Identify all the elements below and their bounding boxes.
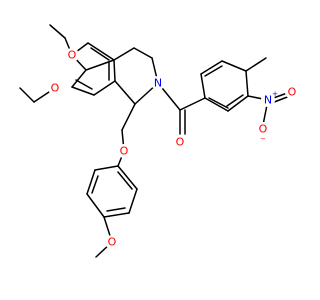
charge-label: − [260,135,266,143]
diagram-background [0,0,300,300]
atom-label: O [120,145,129,158]
atom-label: N [154,77,162,90]
atom-label: O [176,136,185,149]
atom-label: O [51,82,60,95]
atom-label: N [264,94,272,107]
charge-label: + [272,90,278,98]
nitro-oxygen-minus: O − [256,122,270,143]
atom-label: O [68,49,77,62]
methoxy-oxygen-3: O [105,235,119,249]
atom-label: O [108,236,117,249]
methoxy-oxygen-2: O [48,81,62,95]
ring-nitrogen: N [151,76,165,90]
methoxy-oxygen-1: O [65,48,79,62]
ether-oxygen: O [117,144,131,158]
atom-label: O [259,123,268,136]
carbonyl-oxygen: O [173,135,187,149]
atom-labels: O O O O O N N + O − [48,48,299,249]
atom-label: O [288,86,297,99]
bond-lines [19,24,291,258]
nitro-nitrogen: N + [261,90,278,107]
molecule-diagram: O O O O O N N + O − [0,0,300,300]
nitro-oxygen: O [285,85,299,99]
